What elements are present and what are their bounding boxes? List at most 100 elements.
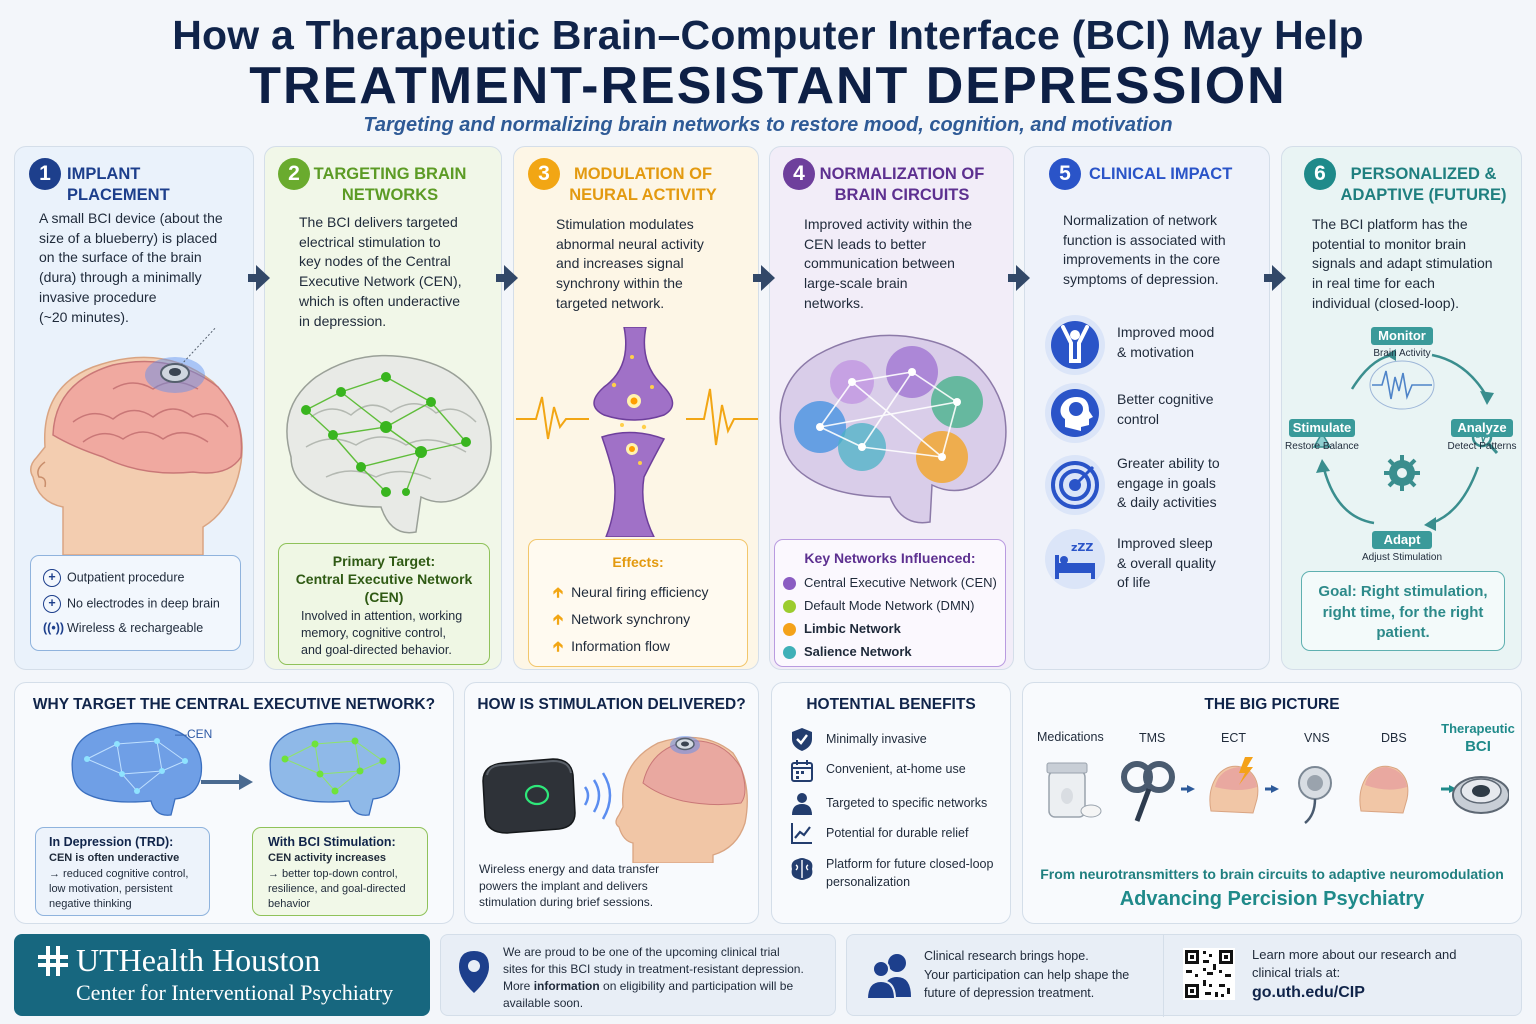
location-pin-icon bbox=[455, 949, 493, 995]
effects-title: Effects: bbox=[612, 554, 664, 570]
trial-notice-box: We are proud to be one of the upcoming c… bbox=[440, 934, 836, 1016]
flow-arrow-icon bbox=[1016, 265, 1030, 291]
big-picture-slogan: Advancing Percision Psychiatry bbox=[1119, 888, 1425, 910]
divider bbox=[1163, 935, 1164, 1017]
cycle-adapt-sub: Adjust Stimulation bbox=[1361, 552, 1443, 563]
benefits-panel: HOTENTIAL BENEFITS Minimally invasive Co… bbox=[771, 682, 1011, 924]
brain-network-illustration bbox=[286, 354, 492, 534]
flow-arrow bbox=[1264, 274, 1274, 282]
flow-arrow bbox=[753, 274, 763, 282]
treatment-label-ect: ECT bbox=[1221, 731, 1246, 745]
brain-stimulated-illustration bbox=[269, 722, 401, 816]
network-item-salience: Salience Network bbox=[783, 644, 912, 660]
svg-text:zZZ: zZZ bbox=[1071, 541, 1093, 554]
benefits-title: HOTENTIAL BENEFITS bbox=[806, 696, 976, 713]
wireless-charger-illustration bbox=[482, 736, 748, 863]
step-6-number: 6 bbox=[1304, 158, 1336, 190]
plus-circle-icon: + bbox=[43, 569, 61, 587]
feature-wireless: ((•))Wireless & rechargeable bbox=[43, 621, 204, 636]
effect-item: 🡱Neural firing efficiency bbox=[553, 584, 709, 600]
shield-check-icon bbox=[790, 727, 814, 751]
flow-arrow bbox=[496, 274, 506, 282]
cen-callout: —CEN bbox=[175, 727, 213, 741]
flow-arrow-icon bbox=[1272, 265, 1286, 291]
network-item-cen: Central Executive Network (CEN) bbox=[783, 575, 997, 591]
page-title: How a Therapeutic Brain–Computer Interfa… bbox=[172, 12, 1364, 58]
network-item-dmn: Default Mode Network (DMN) bbox=[783, 598, 975, 614]
head-brain-icon bbox=[1045, 383, 1105, 443]
step-1-panel: 1 IMPLANT PLACEMENT A small BCI device (… bbox=[14, 146, 254, 670]
arrow-up-icon: 🡱 bbox=[553, 584, 564, 600]
flow-arrow-icon bbox=[504, 265, 518, 291]
big-picture-panel: THE BIG PICTURE Medications TMS ECT VNS … bbox=[1022, 682, 1522, 924]
trend-chart-icon bbox=[790, 821, 814, 845]
depression-state-bold: CEN is often underactive bbox=[49, 852, 180, 864]
feature-no-deep-electrodes: +No electrodes in deep brain bbox=[43, 595, 238, 613]
step-1-features-box: +Outpatient procedure +No electrodes in … bbox=[30, 555, 241, 651]
delivery-title: HOW IS STIMULATION DELIVERED? bbox=[477, 696, 746, 713]
cycle-monitor-sub: Brain Activity bbox=[1373, 348, 1431, 359]
flow-arrow-icon bbox=[256, 265, 270, 291]
network-dot bbox=[783, 600, 796, 614]
step-2-number: 2 bbox=[278, 158, 310, 190]
network-dot bbox=[783, 646, 796, 660]
cycle-analyze-label: Analyze bbox=[1451, 419, 1513, 437]
step-1-number: 1 bbox=[29, 158, 61, 190]
brain-icon bbox=[788, 855, 816, 883]
calendar-icon bbox=[790, 759, 814, 783]
step-5-number: 5 bbox=[1049, 158, 1081, 190]
page-title-main: TREATMENT-RESISTANT DEPRESSION bbox=[249, 57, 1287, 115]
treatment-label-vns: VNS bbox=[1304, 731, 1330, 745]
qr-code[interactable] bbox=[1183, 948, 1235, 1000]
uthealth-logo-icon bbox=[38, 946, 68, 976]
network-item-limbic: Limbic Network bbox=[783, 621, 901, 637]
key-networks-box: Key Networks Influenced: Central Executi… bbox=[774, 539, 1006, 667]
org-logo-banner: UTHealth Houston Center for Intervention… bbox=[14, 934, 430, 1016]
page-subtitle: Targeting and normalizing brain networks… bbox=[363, 114, 1173, 136]
network-dot bbox=[783, 577, 796, 591]
goal-text: Goal: Right stimulation,right time, for … bbox=[1318, 583, 1488, 641]
treatment-evolution-icons bbox=[1046, 757, 1509, 824]
benefit-item: Minimally invasive bbox=[826, 732, 927, 746]
treatment-label-tms: TMS bbox=[1139, 731, 1166, 745]
cycle-monitor-label: Monitor bbox=[1371, 327, 1433, 345]
org-name: UTHealth Houston bbox=[76, 942, 321, 978]
research-url-link[interactable]: go.uth.edu/CIP bbox=[1252, 984, 1365, 1001]
research-hope-text: Clinical research brings hope.Your parti… bbox=[924, 949, 1130, 1000]
benefit-item: Targeted to specific networks bbox=[826, 796, 988, 810]
effect-item: 🡱Network synchrony bbox=[553, 611, 691, 627]
network-dot bbox=[783, 623, 796, 637]
why-cen-panel: WHY TARGET THE CENTRAL EXECUTIVE NETWORK… bbox=[14, 682, 454, 924]
step-1-title: IMPLANT PLACEMENT bbox=[67, 165, 170, 204]
cycle-adapt-label: Adapt bbox=[1372, 531, 1432, 549]
effect-item: 🡱Information flow bbox=[553, 638, 670, 654]
step-6-panel: 6 PERSONALIZED &ADAPTIVE (FUTURE) The BC… bbox=[1281, 146, 1522, 670]
arrow-up-icon: 🡱 bbox=[553, 611, 564, 627]
treatment-label-medications: Medications bbox=[1037, 730, 1104, 744]
stimulation-state-title: With BCI Stimulation: bbox=[268, 835, 396, 849]
stimulation-state-desc: → better top-down control,resilience, an… bbox=[268, 868, 406, 910]
head-implant-illustration bbox=[30, 327, 243, 555]
brain-underactive-illustration bbox=[71, 722, 203, 816]
depression-state-desc: → reduced cognitive control,low motivati… bbox=[49, 868, 189, 910]
stimulation-state-bold: CEN activity increases bbox=[268, 852, 387, 864]
primary-target-title: Primary Target:Central Executive Network… bbox=[295, 553, 473, 605]
plus-circle-icon: + bbox=[43, 595, 61, 613]
primary-target-box: Primary Target:Central Executive Network… bbox=[278, 543, 490, 665]
